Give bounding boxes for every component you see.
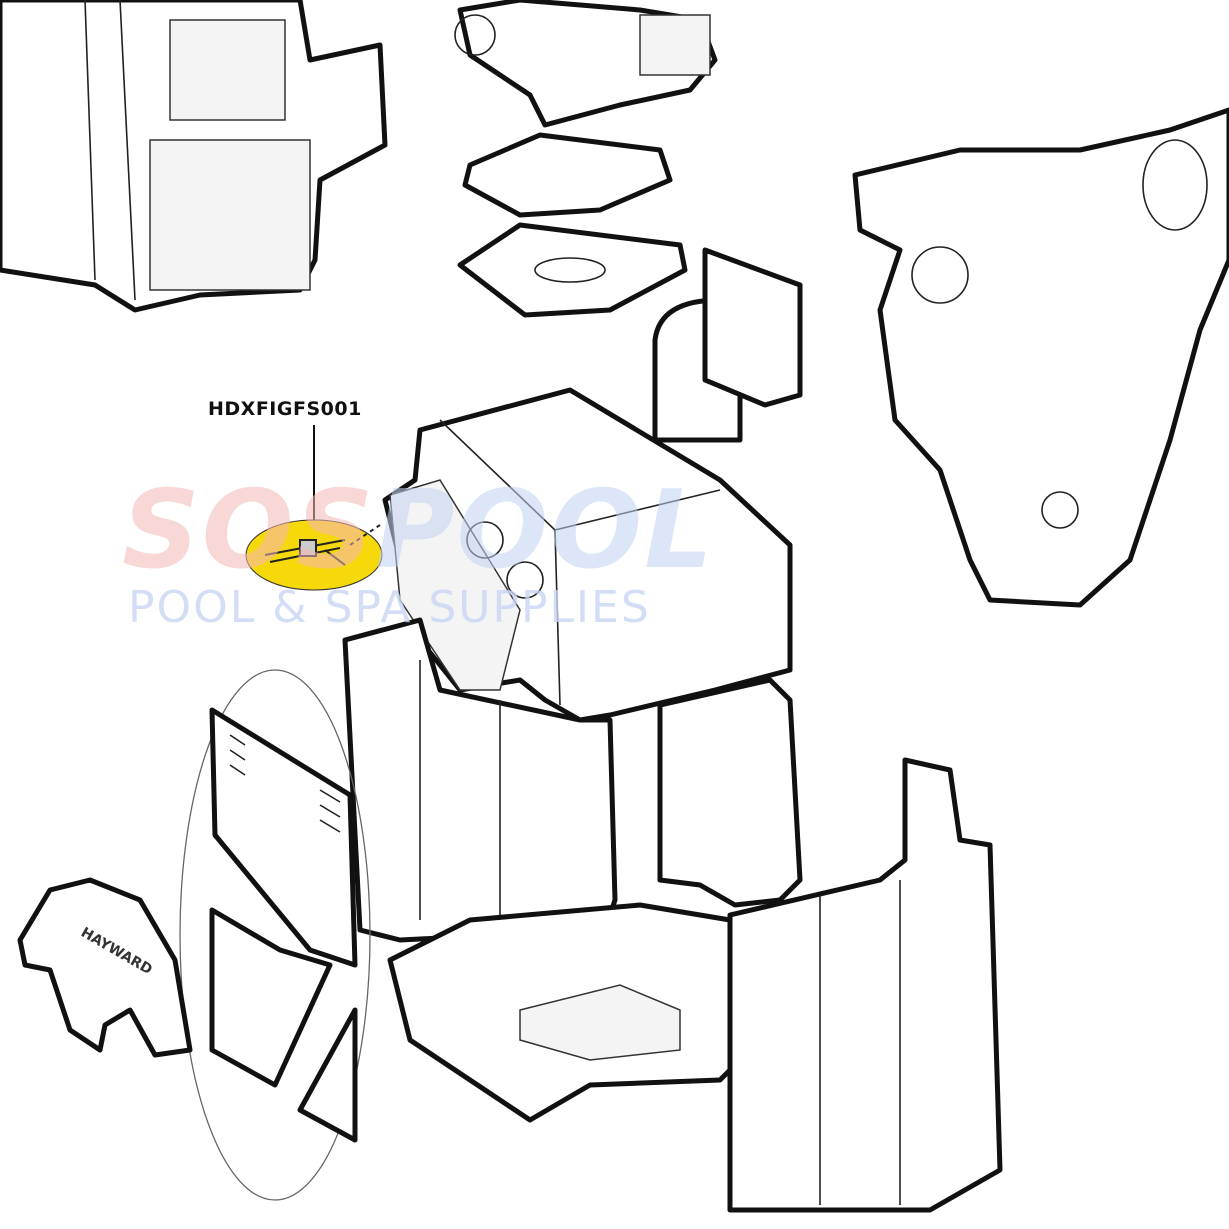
flame-sensor-icon (264, 524, 381, 566)
cabinet-frame (342, 617, 803, 943)
front-door (727, 757, 1003, 1213)
watermark-brand: SOSPOOL (122, 468, 715, 593)
vent-elbow (652, 247, 803, 443)
blower-assembly (454, 0, 718, 128)
gasket-plate (457, 132, 688, 318)
heat-exchanger (382, 387, 793, 723)
base-pan (387, 902, 743, 1123)
top-cover: HAYWARD (17, 877, 193, 1058)
side-panels (179, 669, 371, 1201)
water-manifold (852, 107, 1229, 608)
part-number-label: HDXFIGFS001 (208, 398, 362, 420)
watermark-sos: SOS (122, 468, 376, 593)
control-board-assembly (0, 0, 388, 313)
watermark-pool: POOL (375, 468, 715, 593)
watermark-tagline: POOL & SPA SUPPLIES (128, 582, 651, 633)
